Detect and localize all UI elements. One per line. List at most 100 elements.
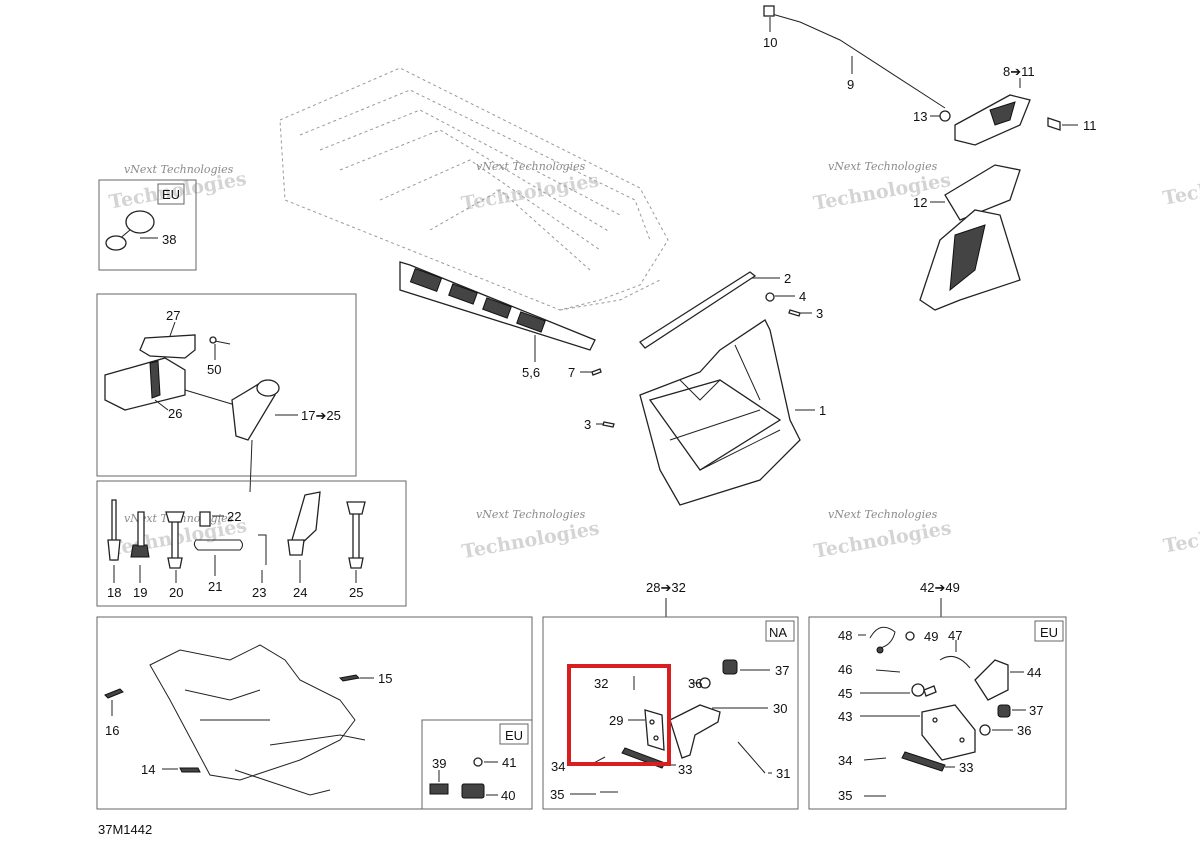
callout-3-lower: 3 xyxy=(584,417,591,432)
wrench-25 xyxy=(346,501,366,569)
plate-29 xyxy=(644,709,665,751)
callout-37-eu: 37 xyxy=(1029,703,1043,718)
wire-harness-9 xyxy=(763,5,946,109)
watermark-text: Technologies xyxy=(460,517,601,563)
callout-24: 24 xyxy=(293,585,307,600)
callout-36: 36 xyxy=(688,676,702,691)
callout-20: 20 xyxy=(169,585,183,600)
callout-25: 25 xyxy=(349,585,363,600)
nut-36-eu xyxy=(979,724,991,736)
reflector-15 xyxy=(338,674,361,682)
callout-35-eu: 35 xyxy=(838,788,852,803)
hex-key-23 xyxy=(258,534,267,565)
callout-34-eu: 34 xyxy=(838,753,852,768)
nut-49 xyxy=(905,631,915,641)
tool-18 xyxy=(107,499,121,561)
nut-13 xyxy=(939,110,951,122)
callout-22: 22 xyxy=(227,509,241,524)
callout-31: 31 xyxy=(776,766,790,781)
eu-tag-box xyxy=(157,183,185,205)
watermark-text: Technologies xyxy=(1162,512,1200,558)
reflector-40 xyxy=(461,783,485,799)
callout-43: 43 xyxy=(838,709,852,724)
kit-header-na: 28➔32 xyxy=(646,580,686,595)
snowmobile-outline xyxy=(149,644,366,796)
watermark-text: vNext Technologies xyxy=(828,160,938,173)
callout-34: 34 xyxy=(551,759,565,774)
callout-50: 50 xyxy=(207,362,221,377)
tool-bag-26 xyxy=(104,357,186,411)
callout-5-6: 5,6 xyxy=(522,365,540,380)
callout-39: 39 xyxy=(432,756,446,771)
watermark-text: Technologies xyxy=(812,517,953,563)
screw-3 xyxy=(788,309,801,317)
callout-21: 21 xyxy=(208,579,222,594)
callout-45: 45 xyxy=(838,686,852,701)
region-tag-eu-lamp: EU xyxy=(162,187,180,202)
watermark-layer: Technologies vNext Technologies Technolo… xyxy=(107,160,1200,563)
snowflap-rail-5-6 xyxy=(399,261,596,351)
tools-box xyxy=(96,480,407,607)
callout-38: 38 xyxy=(162,232,176,247)
pin-46 xyxy=(875,669,901,673)
taillight-lens-8 xyxy=(954,94,1031,146)
reflector-box xyxy=(96,616,533,810)
watermark-text: vNext Technologies xyxy=(476,508,586,521)
clip-22 xyxy=(199,511,211,527)
diagram-code: 37M1442 xyxy=(98,822,152,837)
eu-lamp-box xyxy=(98,179,197,271)
callout-1: 1 xyxy=(819,403,826,418)
strip-33-eu xyxy=(901,751,946,772)
wrench-20 xyxy=(165,511,185,569)
watermark-text: vNext Technologies xyxy=(828,508,938,521)
watermark-text: vNext Technologies xyxy=(124,163,234,176)
na-kit-box xyxy=(542,616,799,810)
callout-33-eu: 33 xyxy=(959,760,973,775)
callout-18: 18 xyxy=(107,585,121,600)
screw-50 xyxy=(209,336,231,345)
eu-tag-box xyxy=(499,723,529,745)
screw-34-eu xyxy=(863,757,887,761)
callout-46: 46 xyxy=(838,662,852,677)
eu-tag-box xyxy=(1034,620,1064,642)
callout-29: 29 xyxy=(609,713,623,728)
callout-14: 14 xyxy=(141,762,155,777)
bracket-44 xyxy=(974,659,1009,701)
kit-header-eu: 42➔49 xyxy=(920,580,960,595)
clip-47 xyxy=(939,655,971,669)
callout-11: 11 xyxy=(1083,118,1097,133)
reflector-16 xyxy=(104,688,124,699)
bracket-27 xyxy=(139,334,196,359)
tunnel-ghost-outline xyxy=(279,67,669,311)
watermark-text: vNext Technologies xyxy=(476,160,586,173)
callout-30: 30 xyxy=(773,701,787,716)
callout-17-25: 17➔25 xyxy=(301,408,341,423)
callout-49: 49 xyxy=(924,629,938,644)
bolt-31 xyxy=(737,741,766,774)
na-tag-box xyxy=(765,620,795,642)
taillight-housing-12 xyxy=(919,164,1021,311)
highlight-box xyxy=(567,664,671,766)
callout-7: 7 xyxy=(568,365,575,380)
callout-2: 2 xyxy=(784,271,791,286)
spacer-37-eu xyxy=(997,704,1011,718)
callout-35: 35 xyxy=(550,787,564,802)
callout-9: 9 xyxy=(847,77,854,92)
callout-15: 15 xyxy=(378,671,392,686)
callout-16: 16 xyxy=(105,723,119,738)
nut-4 xyxy=(765,292,775,302)
lamp-45 xyxy=(911,683,937,697)
toolkit-bag-box xyxy=(96,293,357,477)
callout-27: 27 xyxy=(166,308,180,323)
plate-bracket-30 xyxy=(669,704,721,759)
watermark-text: Technologies xyxy=(1161,164,1200,210)
socket-19 xyxy=(130,511,150,558)
callout-13: 13 xyxy=(913,109,927,124)
callout-8-11: 8➔11 xyxy=(1003,64,1035,79)
region-tag-na: NA xyxy=(769,625,787,640)
callout-12: 12 xyxy=(913,195,927,210)
plate-43 xyxy=(921,704,976,761)
snowflap-1 xyxy=(639,319,801,506)
callout-41: 41 xyxy=(502,755,516,770)
